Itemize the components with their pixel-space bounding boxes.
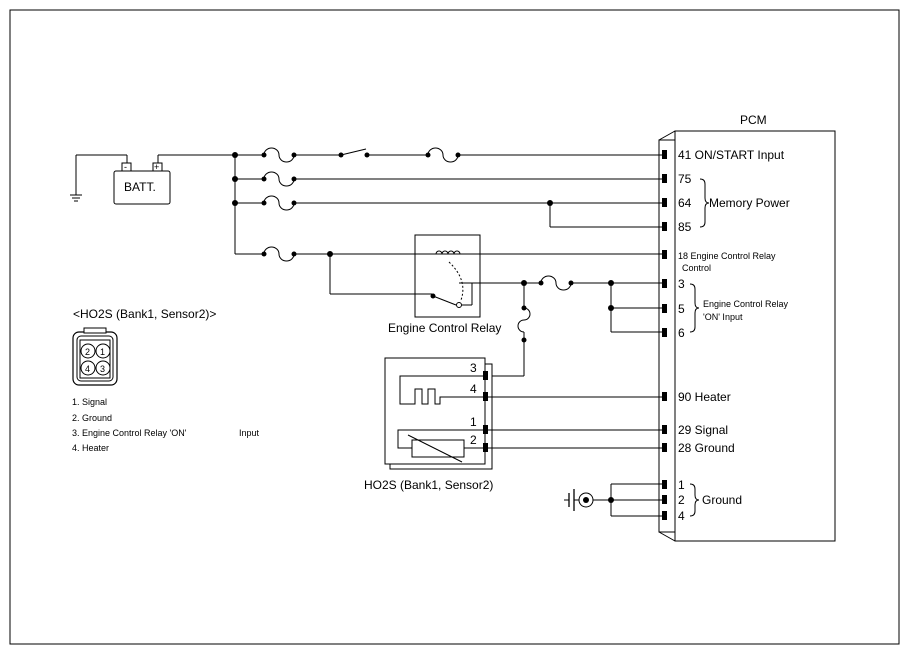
pcm-pin-90: 90 Heater xyxy=(678,390,731,404)
pcm-pin-18: 18 Engine Control Relay xyxy=(678,251,776,261)
legend-item-3: 3. Engine Control Relay 'ON' xyxy=(72,428,187,438)
engine-control-relay: Engine Control Relay xyxy=(388,234,501,335)
ecr-on-input-label-cont: 'ON' Input xyxy=(703,312,743,322)
relay-label: Engine Control Relay xyxy=(388,321,501,335)
ho2s-sensor: 3 4 1 2 HO2S (Bank1, Sensor2) xyxy=(364,357,662,492)
sensor-pin-2: 2 xyxy=(470,433,477,447)
pcm-pin-41: 41 ON/START Input xyxy=(678,148,785,162)
pcm-pin-3: 3 xyxy=(678,277,685,291)
memory-power-label: Memory Power xyxy=(709,196,790,210)
battery-pos-sign: + xyxy=(154,162,159,172)
legend-item-2: 2. Ground xyxy=(72,413,112,423)
connector-title: <HO2S (Bank1, Sensor2)> xyxy=(73,307,216,321)
power-bus xyxy=(158,147,662,295)
sensor-pin-1: 1 xyxy=(470,415,477,429)
connector-pin-3: 3 xyxy=(100,364,105,374)
legend-item-1: 1. Signal xyxy=(72,397,107,407)
ecr-on-input-label: Engine Control Relay xyxy=(703,299,789,309)
pcm-ground-pin-1: 1 xyxy=(678,478,685,492)
legend-item-4: 4. Heater xyxy=(72,443,109,453)
pcm-ground-pin-2: 2 xyxy=(678,493,685,507)
sensor-label: HO2S (Bank1, Sensor2) xyxy=(364,478,493,492)
relay-output-lines xyxy=(472,275,662,377)
battery: - + BATT. xyxy=(70,154,171,205)
ground-label: Ground xyxy=(702,493,742,507)
connector-pin-4: 4 xyxy=(85,364,90,374)
ground-symbol xyxy=(564,483,662,517)
connector-pin-1: 1 xyxy=(100,347,105,357)
pcm-ground-pin-4: 4 xyxy=(678,509,685,523)
pcm-pin-85: 85 xyxy=(678,220,692,234)
pcm-pin-64: 64 xyxy=(678,196,692,210)
legend-item-3-input: Input xyxy=(239,428,260,438)
pcm-pin-5: 5 xyxy=(678,302,685,316)
connector-view: <HO2S (Bank1, Sensor2)> 2 1 4 3 1. Signa… xyxy=(72,307,260,453)
pcm-pin-29: 29 Signal xyxy=(678,423,728,437)
connector-pin-2: 2 xyxy=(85,347,90,357)
pcm-module: PCM 41 ON/START Input 75 64 85 Memory Po… xyxy=(658,113,836,542)
sensor-pin-3: 3 xyxy=(470,361,477,375)
battery-neg-sign: - xyxy=(124,162,127,172)
sensor-pin-4: 4 xyxy=(470,382,477,396)
pcm-pin-18-cont: Control xyxy=(682,263,711,273)
pcm-title: PCM xyxy=(740,113,767,127)
battery-label: BATT. xyxy=(124,180,156,194)
pcm-pin-75: 75 xyxy=(678,172,692,186)
pcm-pin-28: 28 Ground xyxy=(678,441,735,455)
pcm-pin-6: 6 xyxy=(678,326,685,340)
diagram-frame xyxy=(9,9,900,645)
